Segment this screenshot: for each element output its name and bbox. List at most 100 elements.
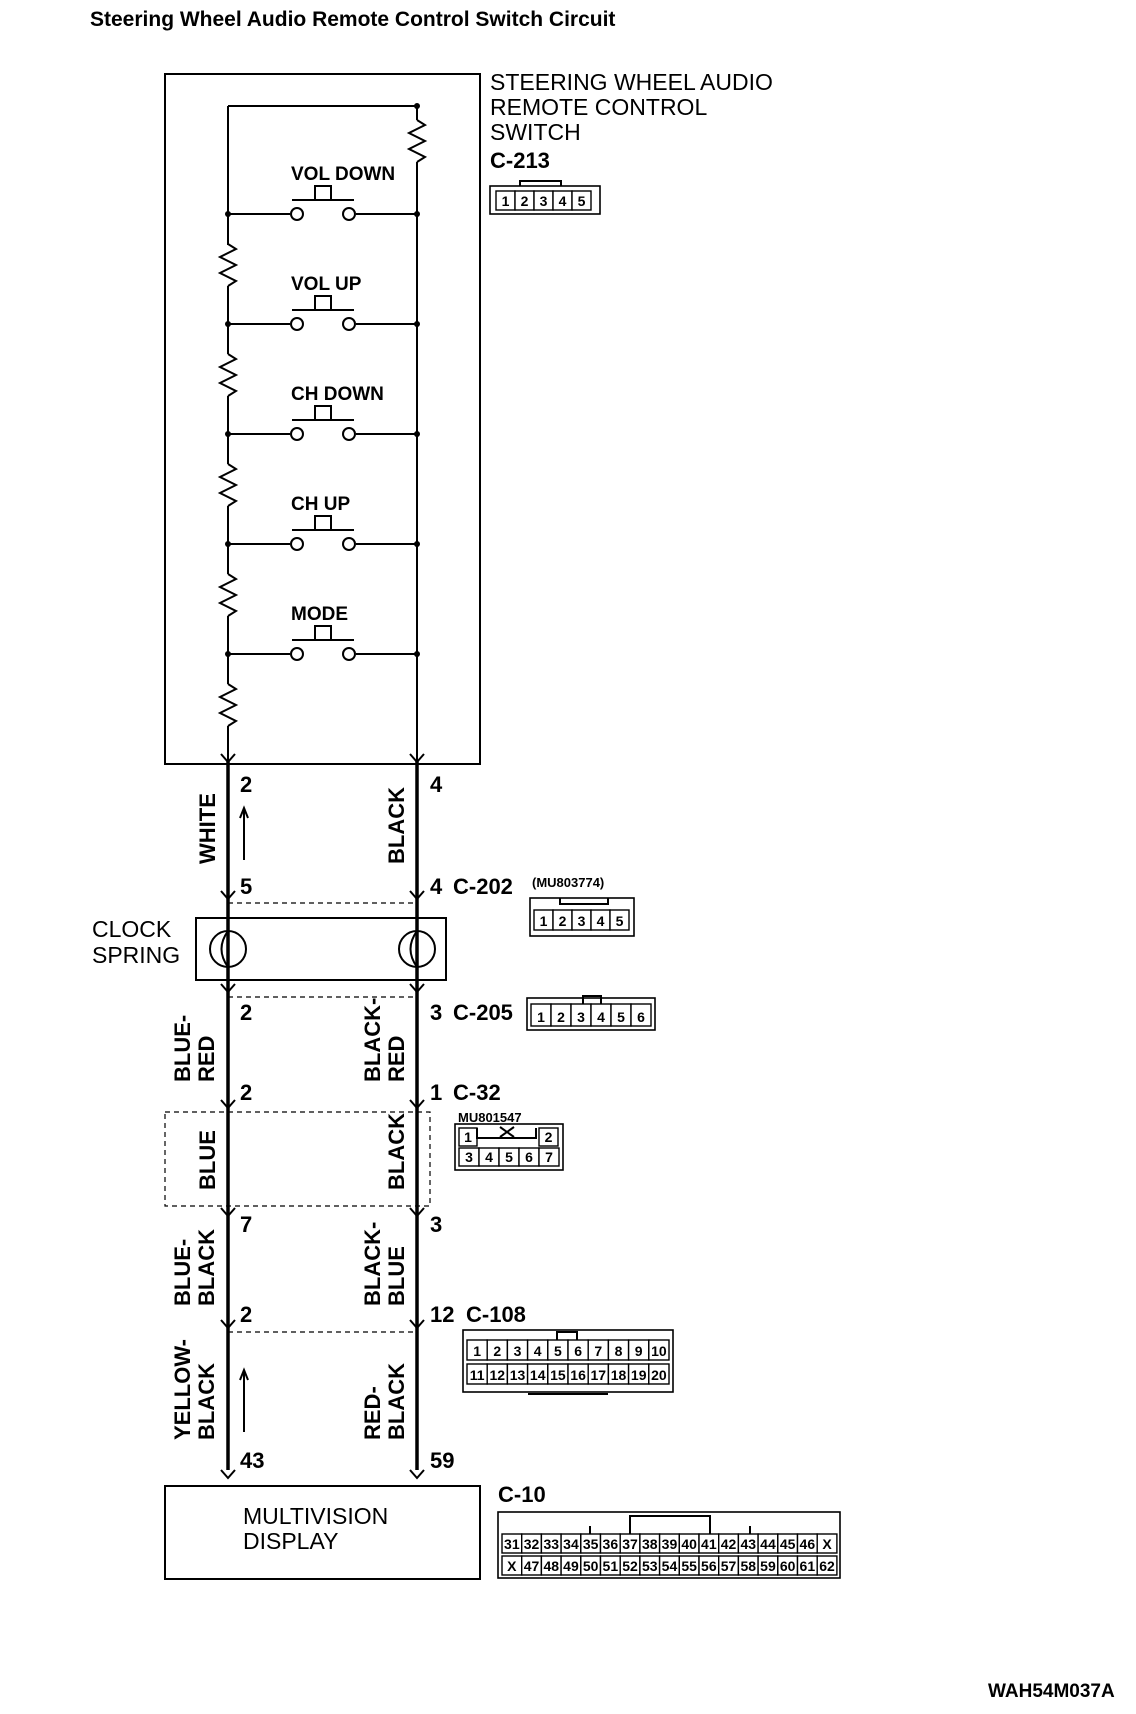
wire-color-yellow-black: YELLOW- BLACK (170, 1333, 219, 1440)
connector-lock (556, 1331, 578, 1340)
connector-pin-number: 49 (563, 1558, 579, 1574)
connector-pin-number: 1 (502, 193, 510, 209)
connector-pin-number: 5 (578, 193, 586, 209)
connector-pin-number: 12 (490, 1367, 506, 1383)
connector-chevron (409, 1469, 425, 1480)
push-button-actuator (292, 185, 354, 201)
connector-pin-number: 45 (780, 1536, 796, 1552)
push-button-actuator (292, 295, 354, 311)
connector-chevron (220, 983, 236, 994)
connector-cavity (538, 1147, 560, 1167)
connector-chevron (409, 753, 425, 764)
connector-pin-number: 2 (559, 913, 567, 929)
connector-pin-number: 1 (540, 913, 548, 929)
connector-pin-number: 51 (603, 1558, 619, 1574)
connector-pin-number: 20 (651, 1367, 667, 1383)
multivision-display-box (164, 1485, 481, 1580)
connector-pin-number: 7 (545, 1149, 553, 1165)
clock-spring-coil-right-inner (409, 930, 418, 968)
connector-pin-number: 59 (760, 1558, 776, 1574)
connector-pin-number: 4 (559, 193, 567, 209)
connector-key (589, 1526, 751, 1534)
connector-pin-number: 44 (760, 1536, 776, 1552)
connector-cavity (816, 1555, 838, 1576)
push-button-actuator (292, 405, 354, 421)
junction-dot (414, 211, 420, 217)
current-flow-arrow-top (239, 805, 249, 860)
connector-pin-number: 2 (493, 1343, 501, 1359)
connector-lock (519, 180, 562, 186)
resistor-top (406, 119, 428, 163)
connector-pin-number: 8 (615, 1343, 623, 1359)
connector-pin-number: 40 (681, 1536, 697, 1552)
connector-chevron (220, 890, 236, 901)
c32-part-number: MU801547 (458, 1110, 522, 1125)
clock-spring-coil-left-inner (220, 930, 229, 968)
c202-part-number: (MU803774) (532, 875, 604, 890)
connector-lock (629, 1515, 711, 1534)
pin-c10-left: 43 (240, 1448, 264, 1473)
pin-c108-left: 2 (240, 1302, 252, 1327)
connector-pin-number: X (507, 1558, 517, 1574)
wire-color-black-1: BLACK (384, 787, 409, 864)
connector-pin-number: 34 (563, 1536, 579, 1552)
pin-c202-left: 5 (240, 874, 252, 899)
wire-marks (220, 753, 425, 1480)
connector-chevron (220, 1099, 236, 1110)
switch-contact (342, 647, 356, 661)
clock-spring-label: CLOCK SPRING (92, 916, 180, 968)
connector-pin-number: 14 (530, 1367, 546, 1383)
connector-pin-number: 5 (554, 1343, 562, 1359)
switch-contact (290, 317, 304, 331)
c32-label: C-32 (453, 1080, 501, 1105)
connector-pin-number: 37 (622, 1536, 638, 1552)
switch-label-mode: MODE (291, 604, 348, 625)
push-button-actuator (292, 515, 354, 531)
connector-pin-number: 5 (616, 913, 624, 929)
connector-pin-number: 4 (597, 1009, 605, 1025)
connector-chevron (220, 1469, 236, 1480)
switch-ladder (217, 185, 420, 764)
switch-contact (290, 537, 304, 551)
connector-chevron (409, 983, 425, 994)
connector-pin-number: 3 (540, 193, 548, 209)
current-flow-arrow-bottom (239, 1367, 249, 1432)
switch-contact (342, 427, 356, 441)
connector-pin-number: 48 (543, 1558, 559, 1574)
connector-cavity (630, 1003, 652, 1027)
pin-c10-right: 59 (430, 1448, 454, 1473)
connector-pin-number: 17 (591, 1367, 607, 1383)
switch-contact (290, 647, 304, 661)
switch-contact (342, 317, 356, 331)
connector-pin-number: 3 (465, 1149, 473, 1165)
pin-c32-right: 1 (430, 1080, 442, 1105)
connector-pin-number: 6 (574, 1343, 582, 1359)
wire-color-white: WHITE (195, 793, 220, 864)
connector-pin-number: 43 (740, 1536, 756, 1552)
connector-pin-number: 3 (577, 1009, 585, 1025)
connector-cavity (571, 190, 592, 211)
connector-pin-number: 2 (521, 193, 529, 209)
connector-pin-number: 5 (617, 1009, 625, 1025)
push-button-actuator (292, 625, 354, 641)
wire-color-black-blue: BLACK- BLUE (360, 1216, 409, 1306)
pin-c32-left: 2 (240, 1080, 252, 1105)
ladder-resistor (217, 573, 239, 617)
diagram-title: Steering Wheel Audio Remote Control Swit… (90, 8, 615, 31)
connector-cavity (648, 1363, 670, 1385)
connector-pin-number: 39 (662, 1536, 678, 1552)
switch-housing (164, 73, 481, 765)
switch-label-vol-down: VOL DOWN (291, 164, 395, 185)
ladder-resistor (217, 243, 239, 287)
connector-pin-number: 1 (537, 1009, 545, 1025)
connector-lock (582, 995, 602, 1004)
connector-chevron (409, 1207, 425, 1218)
wire-color-black-red: BLACK- RED (360, 992, 409, 1082)
connector-pin-number: 5 (505, 1149, 513, 1165)
connector-pin-number: 55 (681, 1558, 697, 1574)
pin-junction-left: 7 (240, 1212, 252, 1237)
connector-pin-number: 4 (534, 1343, 542, 1359)
